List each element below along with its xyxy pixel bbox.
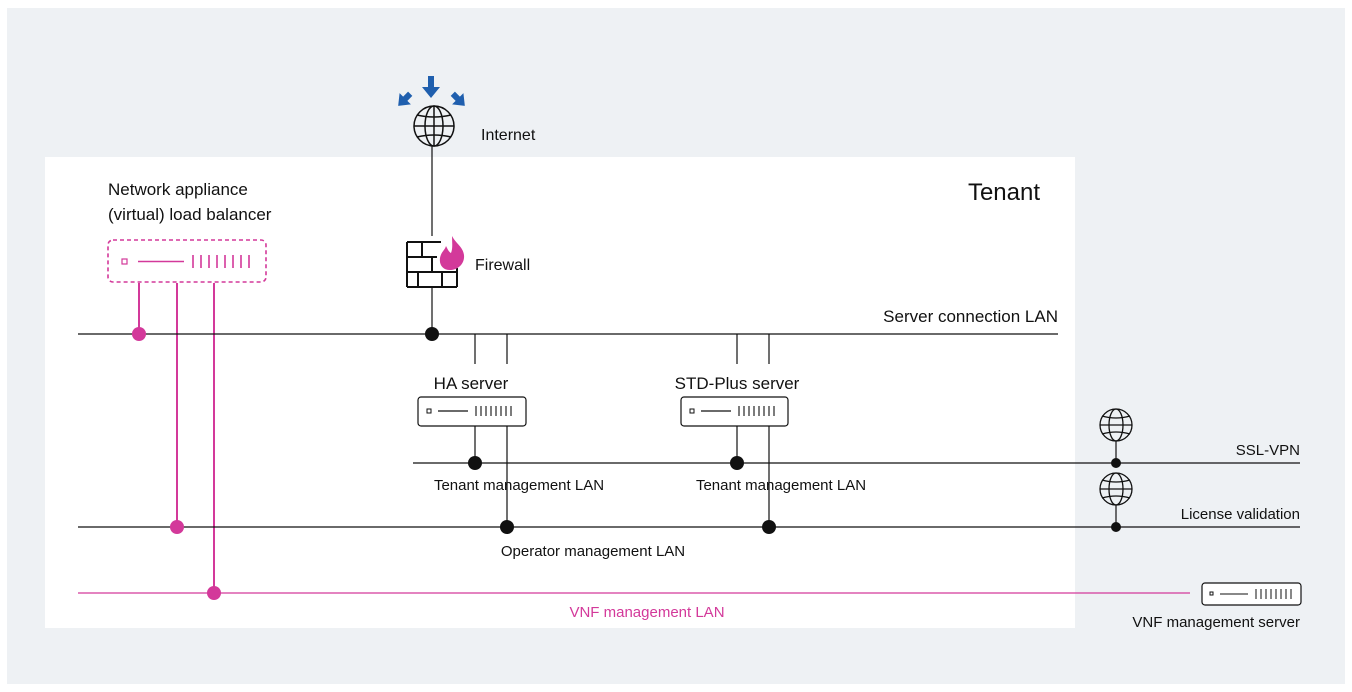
vnf-mgmt-lan-label: VNF management LAN [569,604,724,621]
license-validation-label: License validation [1181,506,1300,523]
load-balancer-label-line1: Network appliance [108,180,248,199]
load-balancer-label-line2: (virtual) load balancer [108,205,272,224]
ha-tenant-mgmt-node [468,456,482,470]
firewall-icon [406,236,465,288]
ha-server-uplinks [474,334,508,527]
lb-operator-mgmt-node [170,520,184,534]
std-plus-server-label: STD-Plus server [675,374,800,393]
ha-server-label: HA server [434,374,509,393]
ssl-vpn-label: SSL-VPN [1236,442,1300,459]
std-plus-tenant-mgmt-node [730,456,744,470]
ssl-vpn-node [1111,458,1121,468]
tenant-title: Tenant [968,179,1040,206]
load-balancer-drops [138,283,215,593]
tenant-area [45,157,1075,628]
firewall-label: Firewall [475,257,530,274]
server-connection-lan-label: Server connection LAN [883,307,1058,326]
lb-server-lan-node [132,327,146,341]
license-validation-node [1111,522,1121,532]
incoming-arrows-icon [398,76,465,106]
internet-globe-icon [413,105,455,147]
std-plus-server-icon [680,396,789,427]
firewall-server-lan-node [425,327,439,341]
tenant-mgmt-lan-label-left: Tenant management LAN [434,477,604,494]
load-balancer-server-icon [107,239,267,283]
ha-operator-mgmt-node [500,520,514,534]
operator-mgmt-lan-label: Operator management LAN [501,543,685,560]
internet-label: Internet [481,127,536,144]
tenant-mgmt-lan-label-right: Tenant management LAN [696,477,866,494]
vnf-management-server-icon [1201,582,1302,606]
std-plus-operator-mgmt-node [762,520,776,534]
lb-vnf-mgmt-node [207,586,221,600]
vnf-management-server-label: VNF management server [1132,614,1300,631]
ha-server-icon [417,396,527,427]
